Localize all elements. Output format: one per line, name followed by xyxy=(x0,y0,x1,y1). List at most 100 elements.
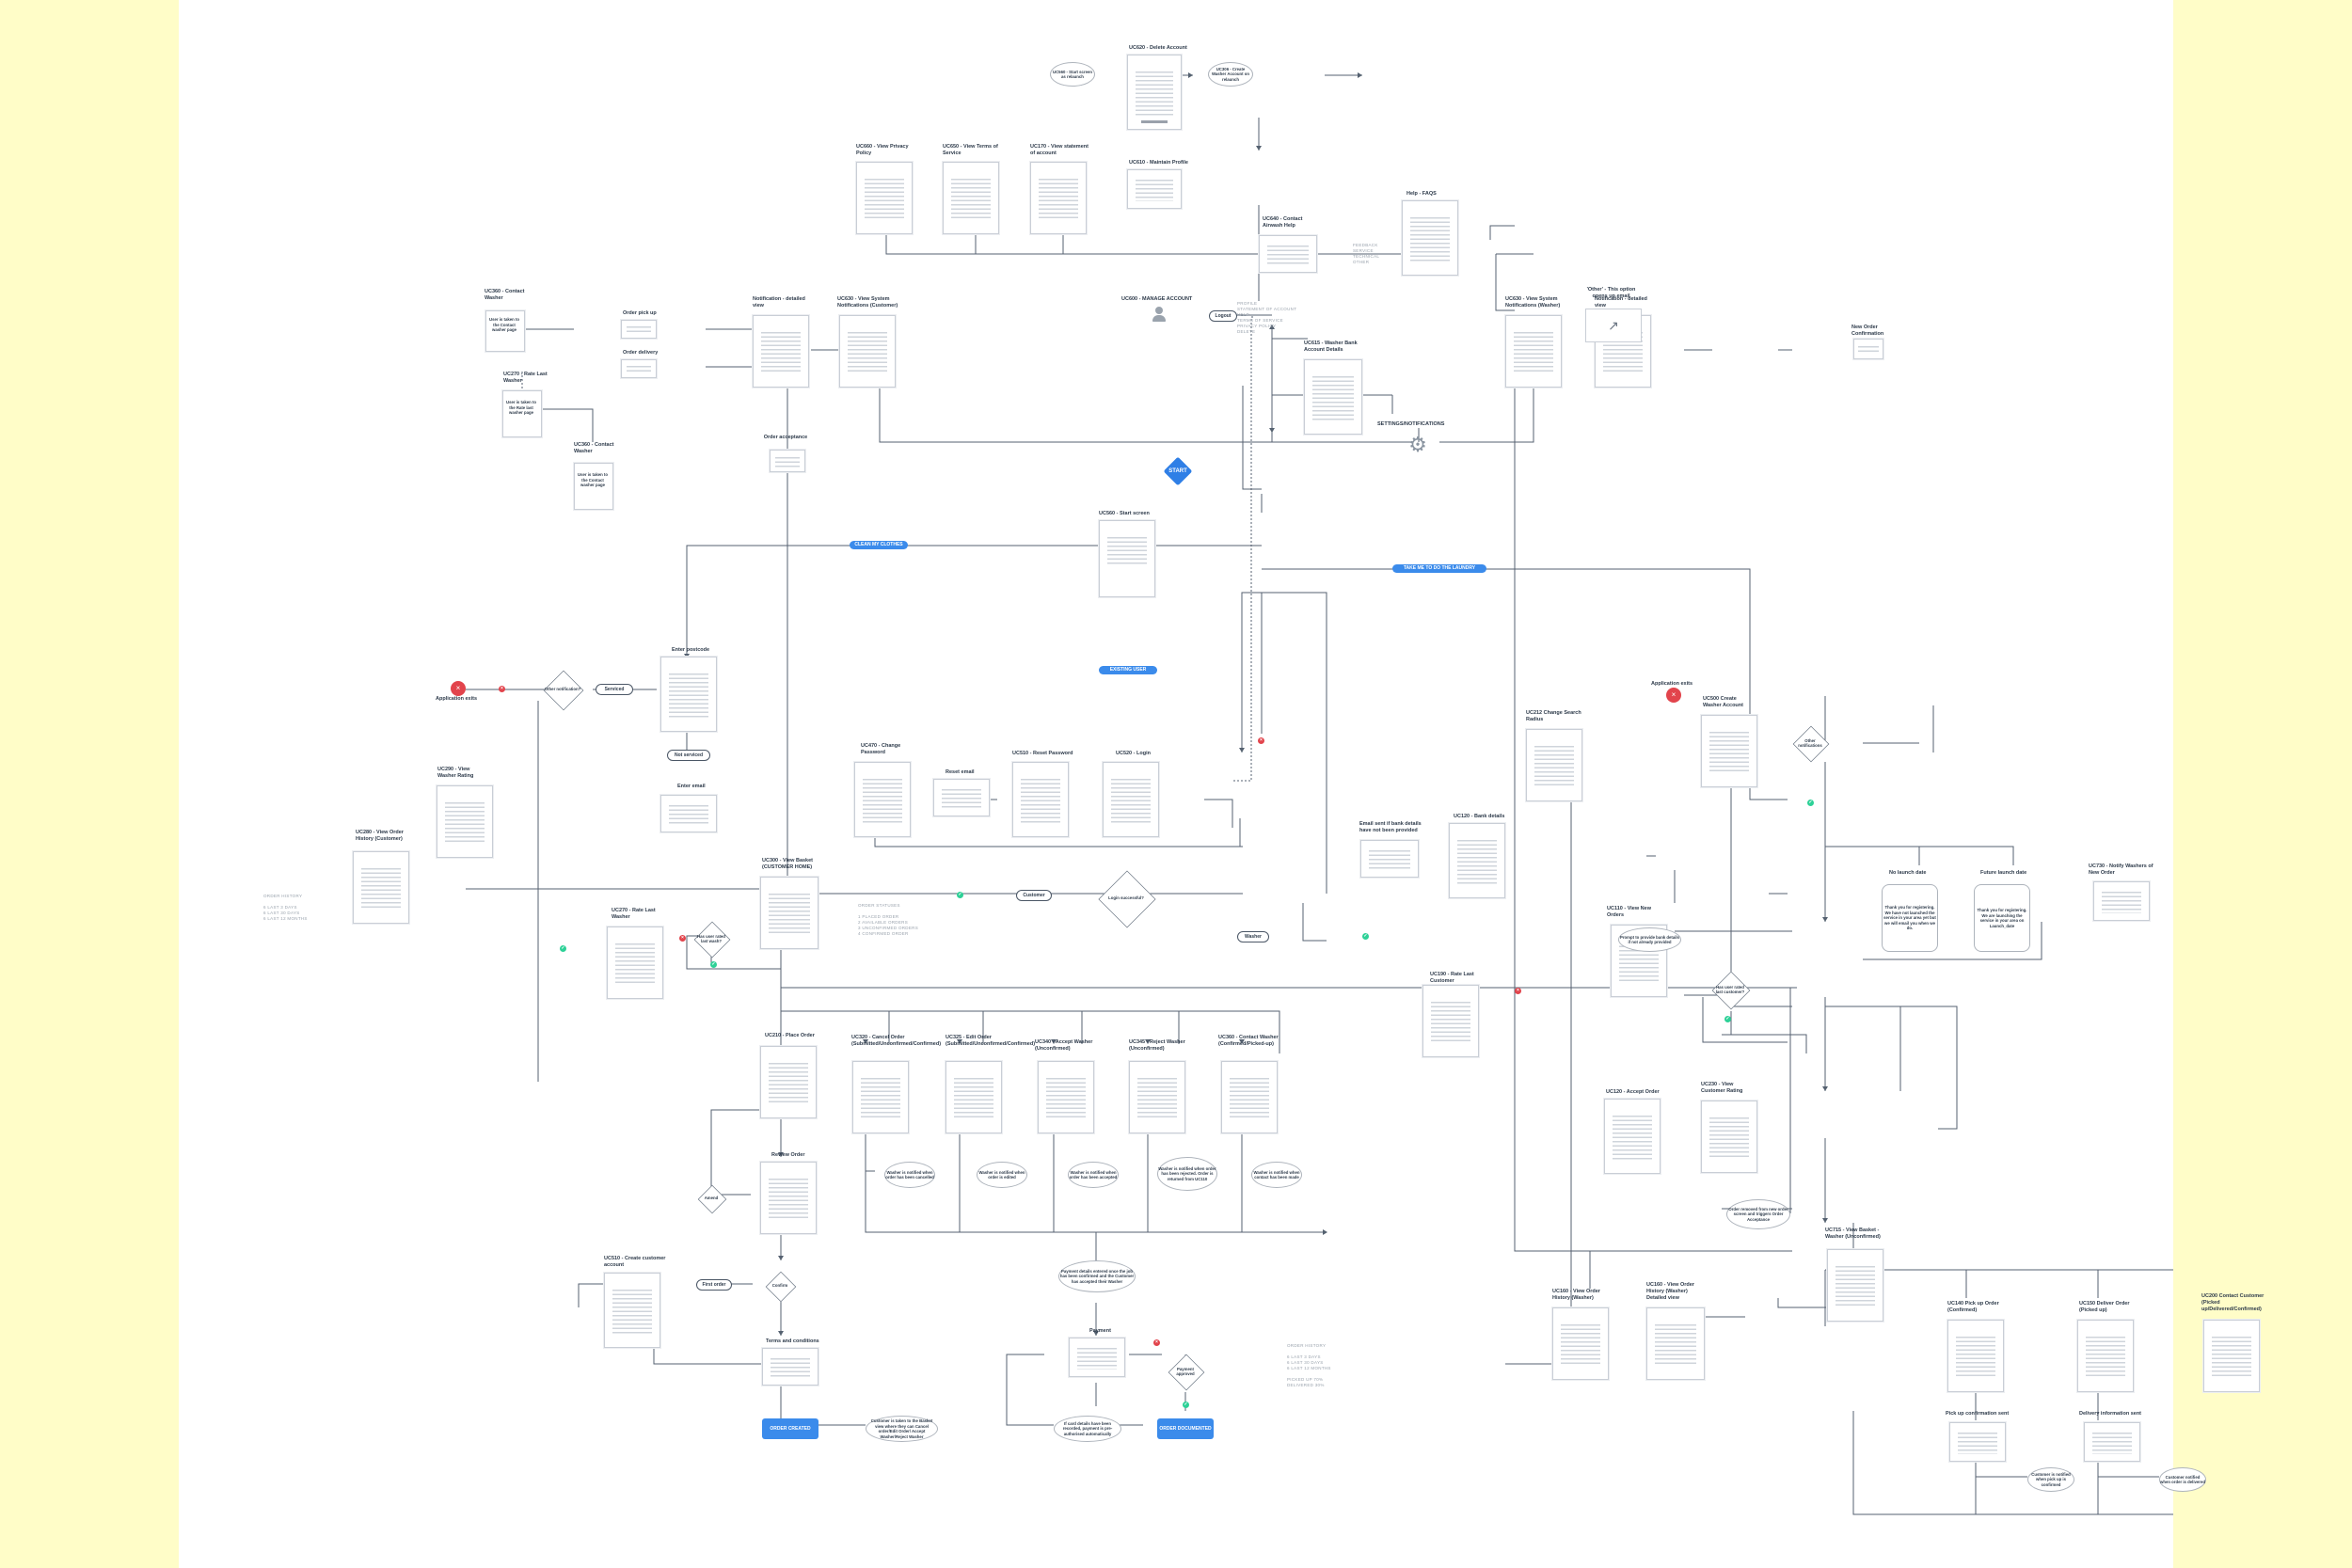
screen-thumbnail[interactable] xyxy=(1949,1422,2006,1462)
screen-thumbnail[interactable] xyxy=(1304,359,1362,435)
screen-thumbnail[interactable] xyxy=(2077,1320,2134,1392)
note-oval: Washer is notified when order has been a… xyxy=(1068,1162,1119,1188)
screen-label: UC345 - Reject Washer (Unconfirmed) xyxy=(1129,1039,1185,1052)
note-text: User is taken to the Contact washer page xyxy=(577,472,608,487)
screen-thumbnail[interactable] xyxy=(856,162,913,234)
screen-thumbnail[interactable] xyxy=(1827,1249,1883,1322)
screen-thumbnail[interactable] xyxy=(1422,985,1479,1057)
clean-my-clothes-button[interactable]: CLEAN MY CLOTHES xyxy=(850,541,908,549)
decision-diamond: Login successful? xyxy=(1098,870,1156,928)
gear-icon[interactable]: ⚙ xyxy=(1408,433,1427,456)
screen-thumbnail[interactable] xyxy=(760,877,818,949)
screen-label: UC650 - View Terms of Service xyxy=(943,144,998,156)
screen-thumbnail[interactable] xyxy=(2093,881,2150,921)
existing-user-button[interactable]: EXISTING USER xyxy=(1099,666,1157,674)
screen-thumbnail[interactable] xyxy=(1853,339,1883,359)
avatar-icon[interactable] xyxy=(1151,306,1168,323)
screen-thumbnail[interactable] xyxy=(1038,1061,1094,1133)
no-icon: × xyxy=(1515,988,1521,994)
screen-label: UC230 - View Customer Rating xyxy=(1701,1082,1743,1094)
screen-thumbnail[interactable] xyxy=(1221,1061,1278,1133)
screen-label: UC630 - View System Notifications (Washe… xyxy=(1505,296,1561,309)
note-oval: Payment details entered once the job has… xyxy=(1058,1260,1136,1292)
screen-label: UC210 - Place Order xyxy=(765,1033,815,1038)
screen-thumbnail[interactable] xyxy=(1127,55,1182,130)
screen-label: UC150 Deliver Order (Picked up) xyxy=(2079,1301,2130,1313)
screen-thumbnail[interactable] xyxy=(660,795,717,832)
contact-options-note: FEEDBACK SERVICE TECHNICAL OTHER xyxy=(1353,243,1380,264)
note-oval: Washer is notified when contact has been… xyxy=(1251,1162,1302,1188)
note-oval: Washer is notified when order is edited xyxy=(977,1162,1027,1188)
note-oval: Washer is notified when order has been r… xyxy=(1157,1157,1217,1191)
customer-pill: Customer xyxy=(1016,890,1052,901)
screen-label: No launch date xyxy=(1889,870,1927,876)
screen-thumbnail[interactable] xyxy=(933,779,990,816)
decision-diamond: Confirm xyxy=(765,1271,797,1303)
screen-label: UC340 - Accept Washer (Unconfirmed) xyxy=(1035,1039,1093,1052)
note-text: User is taken to the Rate last washer pa… xyxy=(505,400,536,415)
screen-thumbnail[interactable] xyxy=(760,1046,817,1118)
screen-thumbnail[interactable] xyxy=(485,310,525,352)
screen-thumbnail[interactable] xyxy=(1947,1320,2004,1392)
screen-thumbnail[interactable] xyxy=(946,1061,1002,1133)
note-text: User is taken to the Contact washer page xyxy=(488,317,519,332)
screen-thumbnail[interactable] xyxy=(1505,315,1562,388)
no-icon: × xyxy=(1153,1339,1160,1346)
screen-thumbnail[interactable] xyxy=(502,390,542,437)
screen-thumbnail[interactable] xyxy=(1069,1338,1125,1377)
decision-diamond: Other notifications xyxy=(1792,725,1830,763)
screen-label: UC270 - Rate Last Washer xyxy=(612,908,656,920)
screen-thumbnail[interactable] xyxy=(1360,840,1419,878)
screen-label: UC510 - Create customer account xyxy=(604,1256,666,1268)
screen-thumbnail[interactable] xyxy=(574,463,613,510)
screen-label: UC560 - Start screen xyxy=(1099,511,1150,516)
decision-diamond: Amend xyxy=(697,1184,727,1214)
screen-thumbnail[interactable] xyxy=(943,162,999,234)
screen-thumbnail[interactable] xyxy=(1526,729,1582,801)
screen-thumbnail[interactable] xyxy=(1449,823,1505,898)
screen-thumbnail[interactable] xyxy=(2084,1422,2140,1462)
screen-thumbnail[interactable] xyxy=(1103,762,1159,837)
screen-thumbnail[interactable] xyxy=(1259,235,1317,273)
screen-thumbnail[interactable] xyxy=(852,1061,909,1133)
screen-thumbnail[interactable] xyxy=(437,785,493,858)
screen-thumbnail[interactable] xyxy=(604,1273,660,1348)
screen-label: UC640 - Contact Airwash Help xyxy=(1263,216,1303,229)
order-created-box: ORDER CREATED xyxy=(762,1418,818,1439)
screen-thumbnail[interactable] xyxy=(1127,169,1182,209)
screen-thumbnail[interactable] xyxy=(1099,520,1155,597)
take-me-to-laundry-button[interactable]: TAKE ME TO DO THE LAUNDRY xyxy=(1392,564,1486,573)
screen-label: New Order Confirmation xyxy=(1851,325,1884,337)
screen-thumbnail[interactable] xyxy=(621,320,657,339)
screen-thumbnail[interactable] xyxy=(1701,1101,1757,1173)
screen-thumbnail[interactable] xyxy=(1129,1061,1185,1133)
screen-thumbnail[interactable] xyxy=(1701,715,1757,787)
screen-thumbnail[interactable] xyxy=(854,762,911,837)
screen-thumbnail[interactable] xyxy=(753,315,809,388)
screen-thumbnail[interactable] xyxy=(1402,200,1458,276)
screen-thumbnail[interactable] xyxy=(839,315,896,388)
screen-thumbnail[interactable] xyxy=(1646,1307,1705,1380)
screen-thumbnail[interactable] xyxy=(770,450,805,472)
screen-thumbnail[interactable] xyxy=(1030,162,1087,234)
screen-label: UC325 - Edit Order (Submitted/Unconfirme… xyxy=(946,1035,1036,1047)
screen-label: Notification - detailed view xyxy=(753,296,805,309)
screen-thumbnail[interactable] xyxy=(660,657,717,732)
screen-thumbnail[interactable] xyxy=(621,359,657,378)
screen-thumbnail[interactable] xyxy=(353,851,409,924)
screen-thumbnail[interactable] xyxy=(1604,1099,1661,1174)
screen-label: UC280 - View Order History (Customer) xyxy=(356,830,404,842)
start-node: START xyxy=(1163,456,1193,486)
screen-thumbnail[interactable] xyxy=(760,1162,817,1234)
screen-thumbnail[interactable] xyxy=(607,927,663,999)
screen-thumbnail[interactable] xyxy=(1012,762,1069,837)
connector-lines xyxy=(466,72,2173,1515)
screen-label: UC360 - Contact Washer xyxy=(574,442,614,454)
screen-thumbnail[interactable] xyxy=(2203,1320,2260,1392)
screen-thumbnail[interactable] xyxy=(762,1348,818,1386)
external-link-icon[interactable]: ↗ xyxy=(1585,309,1642,342)
yes-icon: ✓ xyxy=(1362,933,1369,940)
logout-pill[interactable]: Logout xyxy=(1209,310,1237,322)
screen-label: UC120 - Accept Order xyxy=(1606,1089,1660,1095)
screen-thumbnail[interactable] xyxy=(1552,1307,1609,1380)
